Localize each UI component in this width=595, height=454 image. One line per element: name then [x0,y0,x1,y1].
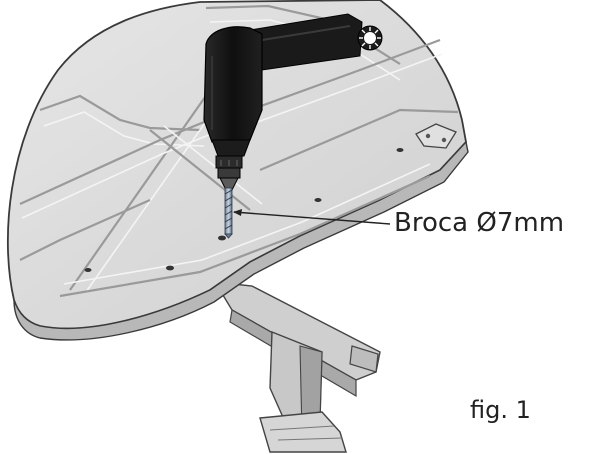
power-drill [203,13,383,239]
hole [314,198,322,202]
drill-bit [224,187,233,239]
callout-leader [233,209,391,225]
bracket-plate [415,123,457,149]
hole [396,148,404,152]
hole [84,268,92,272]
figure-caption: fig. 1 [470,396,531,424]
drill-hole [218,235,226,241]
hole [166,265,174,271]
support-leg [213,281,381,453]
drill-chuck [215,155,243,191]
drill-vent-cap [357,25,383,51]
drill-bit-callout-label: Broca Ø7mm [394,208,565,238]
mounting-holes [84,148,404,272]
